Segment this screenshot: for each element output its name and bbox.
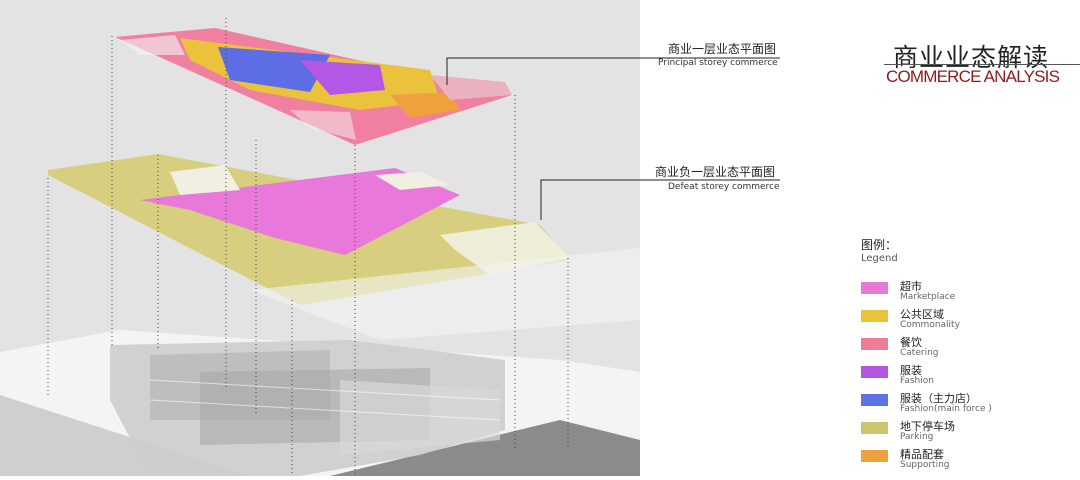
page-subtitle: COMMERCE ANALYSIS	[886, 67, 1060, 86]
legend-label: 服装	[900, 364, 922, 377]
legend-swatch	[861, 366, 888, 378]
legend-label: 超市	[900, 280, 922, 293]
legend-item: 服装（主力店）Fashion(main force )	[861, 392, 1061, 418]
legend-swatch	[861, 450, 888, 462]
legend-label-en: Commonality	[900, 320, 960, 330]
upper-floor-label: 商业一层业态平面图	[668, 42, 777, 56]
legend-swatch	[861, 282, 888, 294]
legend-label-en: Marketplace	[900, 292, 956, 302]
legend-label-en: Supporting	[900, 460, 950, 470]
legend-title-en: Legend	[861, 253, 898, 264]
legend-label: 地下停车场	[900, 420, 955, 433]
legend-title: 图例：	[861, 238, 898, 252]
legend-swatch	[861, 422, 888, 434]
legend-label: 餐饮	[900, 336, 922, 349]
lower-floor-plate	[48, 154, 640, 340]
legend-label-en: Catering	[900, 348, 939, 358]
projection-lines	[47, 18, 569, 476]
legend-label-en: Fashion(main force )	[900, 404, 992, 414]
title-rule	[884, 64, 1080, 65]
legend-swatch	[861, 310, 888, 322]
legend-label: 服装（主力店）	[900, 392, 977, 405]
page-title: 商业业态解读	[893, 43, 1050, 72]
legend-label-en: Fashion	[900, 376, 934, 386]
legend-label-en: Parking	[900, 432, 934, 442]
leader-lines	[446, 57, 780, 220]
legend-swatch	[861, 394, 888, 406]
lower-floor-label: 商业负一层业态平面图	[655, 165, 776, 179]
legend-label: 公共区域	[900, 308, 944, 321]
upper-floor-plate	[115, 28, 512, 145]
lower-floor-label-en: Defeat storey commerce	[668, 182, 780, 192]
legend-swatch	[861, 338, 888, 350]
building-massing	[0, 330, 640, 476]
upper-floor-label-en: Principal storey commerce	[658, 58, 778, 68]
legend-label: 精品配套	[900, 448, 944, 461]
